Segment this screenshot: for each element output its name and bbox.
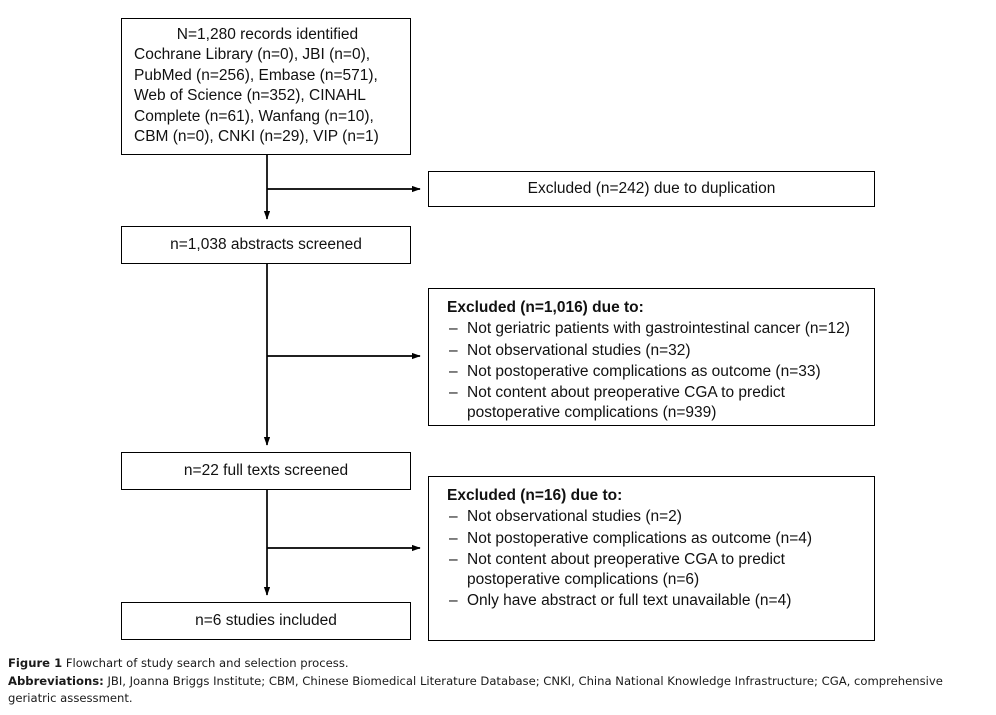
exclusion-fulltext-reason-list: Not observational studies (n=2) Not post… (447, 507, 866, 612)
caption-abbreviations-label: Abbreviations: (8, 673, 104, 688)
studies-included-label: n=6 studies included (195, 611, 337, 629)
records-identified-heading: N=1,280 records identified (176, 26, 359, 43)
exclusion-box-abstract-stage: Excluded (n=1,016) due to: Not geriatric… (428, 288, 875, 426)
caption-abbreviations-line: Abbreviations: JBI, Joanna Briggs Instit… (8, 673, 992, 708)
flowchart: N=1,280 records identified Cochrane Libr… (0, 0, 996, 650)
list-item: Not postoperative complications as outco… (447, 362, 866, 383)
abstracts-screened-box: n=1,038 abstracts screened (121, 226, 411, 264)
exclusion-duplication-label: Excluded (n=242) due to duplication (527, 179, 776, 197)
caption-abbreviations-text: JBI, Joanna Briggs Institute; CBM, Chine… (8, 673, 943, 706)
identification-box: N=1,280 records identified Cochrane Libr… (121, 18, 411, 155)
source-line-1: Cochrane Library (n=0), JBI (n=0), (134, 46, 371, 64)
fulltext-screened-label: n=22 full texts screened (183, 461, 349, 479)
abstracts-screened-label: n=1,038 abstracts screened (170, 235, 362, 253)
exclusion-box-fulltext-stage: Excluded (n=16) due to: Not observationa… (428, 476, 875, 641)
figure-caption: Figure 1 Flowchart of study search and s… (8, 655, 992, 708)
fulltext-screened-box: n=22 full texts screened (121, 452, 411, 490)
caption-title-line: Figure 1 Flowchart of study search and s… (8, 655, 992, 673)
list-item: Only have abstract or full text unavaila… (447, 591, 866, 612)
source-line-2: PubMed (n=256), Embase (n=571), (134, 66, 378, 84)
studies-included-box: n=6 studies included (121, 602, 411, 640)
caption-title-text: Flowchart of study search and selection … (65, 656, 349, 670)
list-item: Not postoperative complications as outco… (447, 529, 866, 550)
list-item: Not content about preoperative CGA to pr… (447, 550, 866, 591)
source-line-4: Complete (n=61), Wanfang (n=10), (134, 107, 374, 125)
list-item: Not geriatric patients with gastrointest… (447, 319, 866, 340)
list-item: Not content about preoperative CGA to pr… (447, 383, 866, 424)
list-item: Not observational studies (n=2) (447, 507, 866, 528)
source-line-3: Web of Science (n=352), CINAHL (134, 87, 366, 105)
caption-figure-label: Figure 1 (8, 656, 63, 670)
exclusion-abstract-title: Excluded (n=1,016) due to: (447, 299, 644, 316)
exclusion-box-duplication: Excluded (n=242) due to duplication (428, 171, 875, 207)
exclusion-abstract-reason-list: Not geriatric patients with gastrointest… (447, 319, 866, 424)
source-line-5: CBM (n=0), CNKI (n=29), VIP (n=1) (134, 128, 379, 146)
exclusion-fulltext-title: Excluded (n=16) due to: (447, 487, 623, 504)
list-item: Not observational studies (n=32) (447, 341, 866, 362)
